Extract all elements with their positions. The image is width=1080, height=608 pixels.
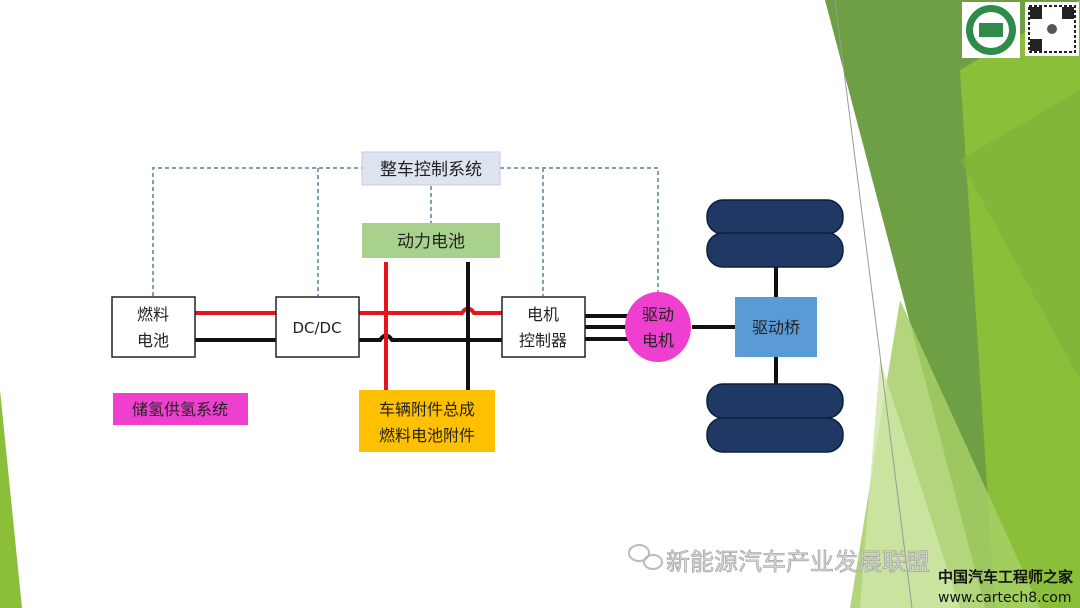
dcdc-box: DC/DC [275,296,360,358]
accessories-box: 车辆附件总成 燃料电池附件 [359,390,495,452]
wheels [706,199,844,453]
wheel-bottom-2 [706,417,844,453]
controller-label-2: 控制器 [519,331,567,350]
vcu-label: 整车控制系统 [380,160,482,180]
motor-label-1: 驱动 [642,305,674,324]
drive-motor-circle: 驱动 电机 [625,292,691,362]
hydrogen-storage-box: 储氢供氢系统 [113,393,248,425]
watermark-wechat: 新能源汽车产业发展联盟 [666,548,930,576]
motor-label-2: 电机 [642,331,674,350]
motor-controller-box: 电机 控制器 [501,296,586,358]
axle-label: 驱动桥 [752,318,800,337]
fuel-cell-box: 燃料 电池 [111,296,196,358]
power-battery-box: 动力电池 [362,223,500,258]
control-signal-lines [152,167,659,296]
accessories-label-1: 车辆附件总成 [379,400,475,419]
wechat-icon [628,544,663,570]
accessories-label-2: 燃料电池附件 [379,426,475,445]
fuel-cell-label-1: 燃料 [137,305,169,324]
power-lines [195,262,778,392]
wheel-top-1 [706,199,844,235]
vehicle-control-system-box: 整车控制系统 [361,151,501,186]
watermark-site-url: www.cartech8.com [938,590,1071,606]
csit-logo [962,2,1020,58]
controller-label-1: 电机 [527,305,559,324]
wheel-bottom-1 [706,383,844,419]
wheel-top-2 [706,232,844,268]
battery-label: 动力电池 [397,232,465,252]
dcdc-label: DC/DC [292,319,341,337]
fuel-cell-label-2: 电池 [137,331,169,350]
hydrogen-label: 储氢供氢系统 [132,400,228,419]
watermark-site-name: 中国汽车工程师之家 [938,568,1073,586]
drive-axle-box: 驱动桥 [735,297,817,357]
qr-code [1025,2,1079,56]
